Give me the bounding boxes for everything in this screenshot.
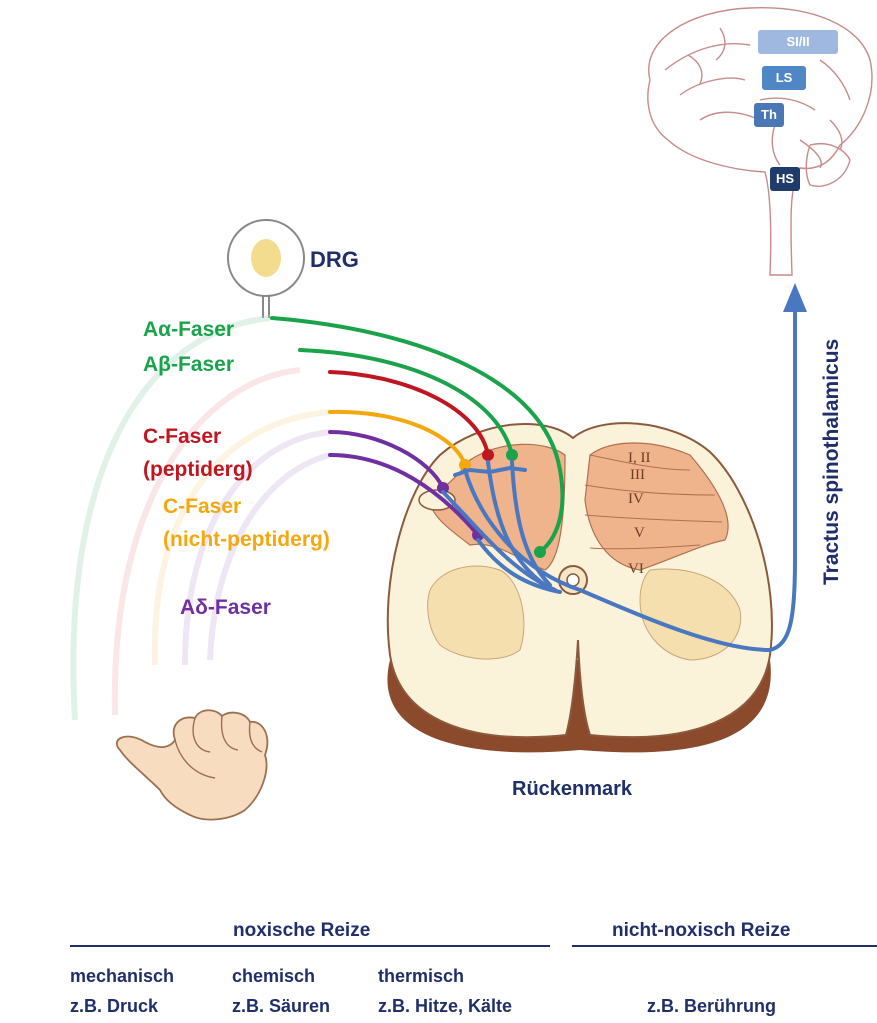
hand-illustration [117, 710, 267, 819]
nonnoxious-header: nicht-noxisch Reize [612, 920, 790, 942]
stimulus-example-chemical: z.B. Säuren [232, 996, 330, 1017]
lamina-VI: VI [628, 561, 644, 577]
spinal-cord-label: Rückenmark [512, 778, 632, 801]
hs-label: HS [776, 171, 794, 186]
stimulus-type-chemical: chemisch [232, 966, 315, 987]
lamina-V: V [634, 525, 645, 541]
peripheral-fiber-arcs [73, 318, 330, 720]
lamina-III: III [630, 467, 645, 483]
brain-box-hs: HS [770, 167, 800, 191]
c-peptiderg-label-1: C-Faser [143, 425, 221, 449]
nonnoxious-divider [572, 945, 877, 947]
a-alpha-label: Aα-Faser [143, 318, 234, 342]
ls-label: LS [776, 70, 793, 85]
a-beta-label: Aβ-Faser [143, 353, 234, 377]
stimulus-type-mechanical: mechanisch [70, 966, 174, 987]
noxious-divider [70, 945, 550, 947]
c-nicht-peptiderg-label-1: C-Faser [163, 495, 241, 519]
brain-box-ls: LS [762, 66, 806, 90]
stimulus-example-mechanical: z.B. Druck [70, 996, 158, 1017]
drg-label: DRG [310, 247, 359, 273]
brain-box-th: Th [754, 103, 784, 127]
stimulus-type-thermal: thermisch [378, 966, 464, 987]
nonnoxious-example: z.B. Berührung [647, 996, 776, 1017]
lamina-I-II: I, II [628, 450, 651, 466]
a-delta-label: Aδ-Faser [180, 596, 271, 620]
c-peptiderg-label-2: (peptiderg) [143, 458, 253, 482]
th-label: Th [761, 107, 777, 122]
lamina-IV: IV [628, 491, 644, 507]
tract-label: Tractus spinothalamicus [820, 345, 844, 585]
spinal-cord [387, 423, 772, 752]
c-nicht-peptiderg-label-2: (nicht-peptiderg) [163, 528, 330, 552]
noxious-header: noxische Reize [233, 920, 370, 942]
stimulus-example-thermal: z.B. Hitze, Kälte [378, 996, 512, 1017]
brain-box-si-ii: SI/II [758, 30, 838, 54]
si-ii-label: SI/II [786, 34, 809, 49]
drg-ganglion [228, 220, 304, 318]
